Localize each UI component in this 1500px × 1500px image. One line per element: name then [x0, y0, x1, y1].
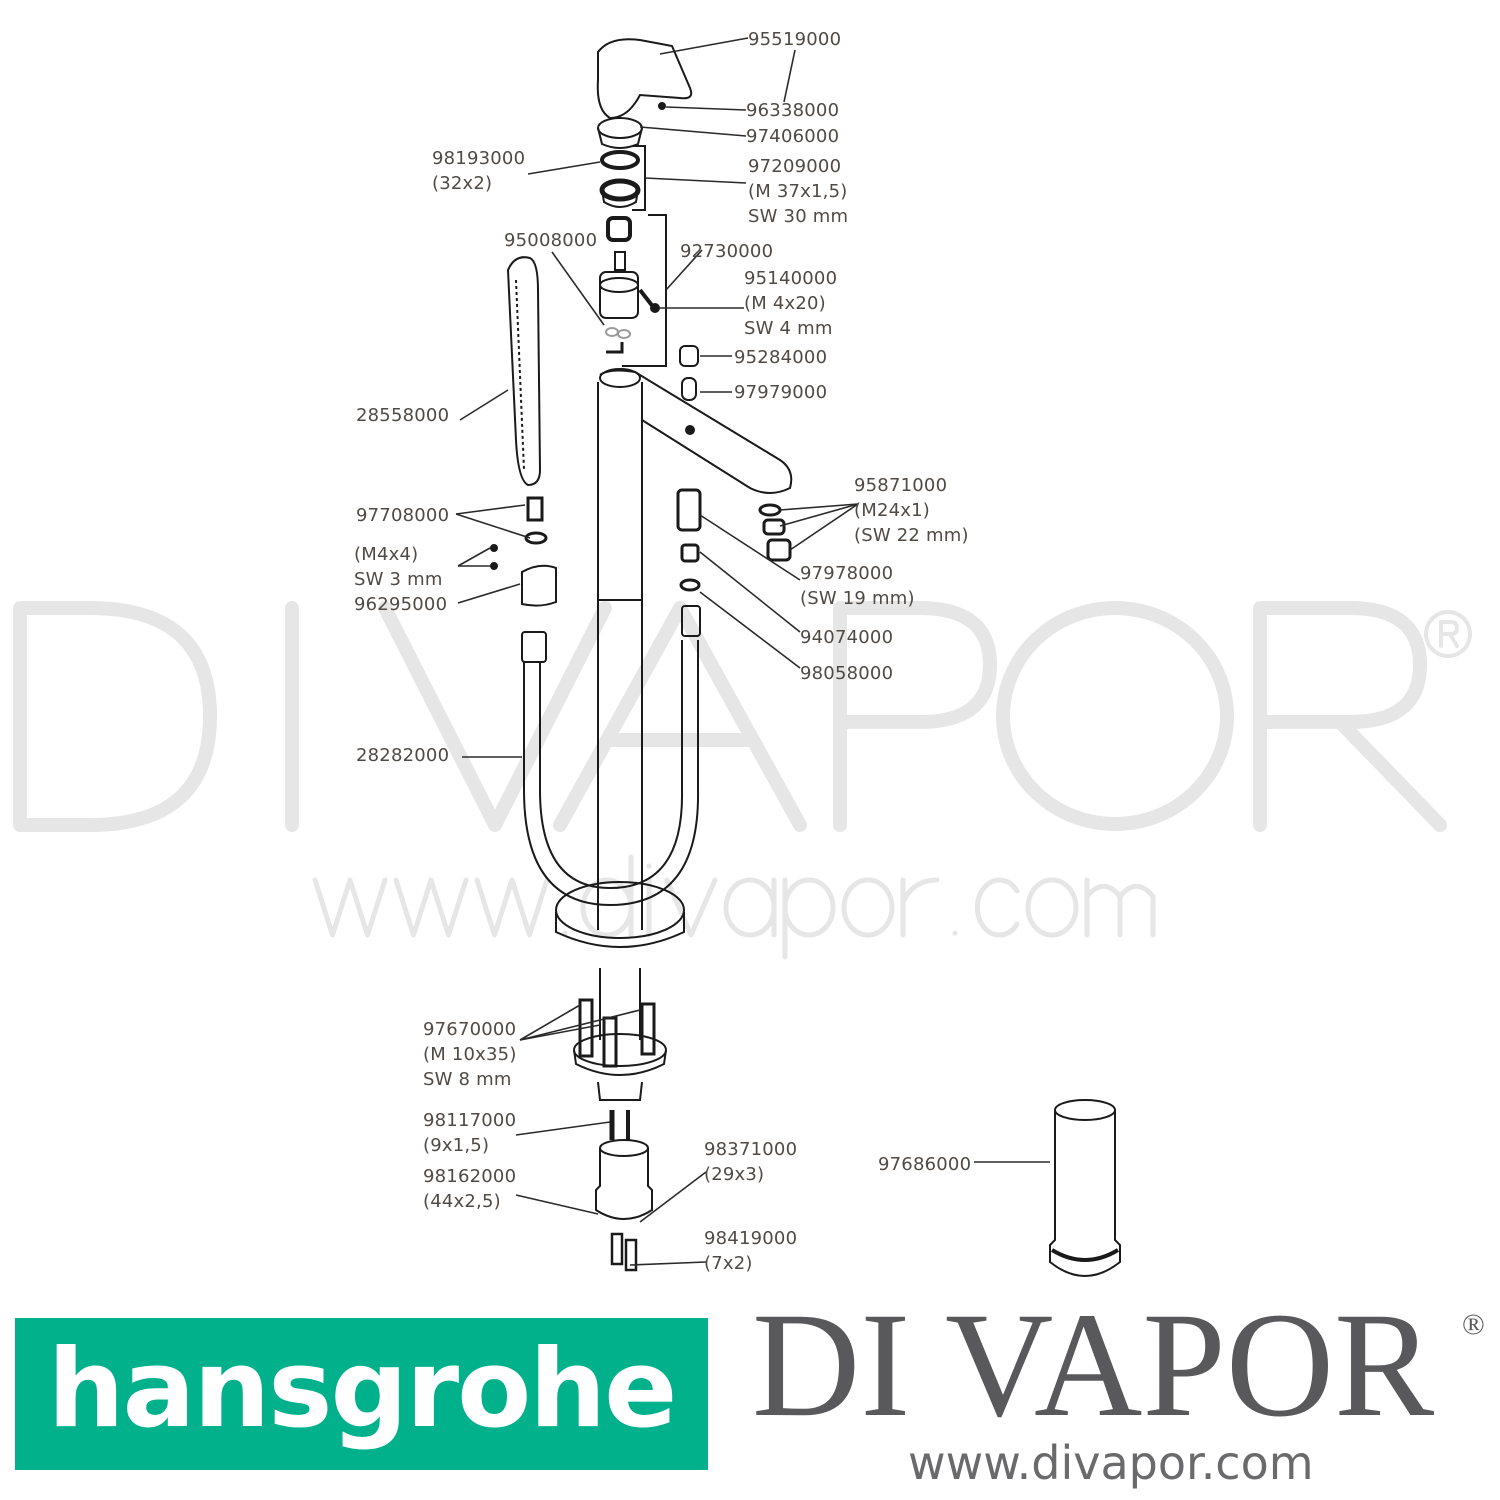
hansgrohe-logo-text: hansgrohe: [47, 1327, 678, 1452]
part-label: 28282000: [356, 745, 450, 766]
spout-body: [597, 369, 793, 930]
part-label: 97979000: [734, 382, 828, 403]
part-label: 95871000 (M24x1) (SW 22 mm): [854, 475, 969, 546]
part-label: 97708000: [356, 505, 450, 526]
part-label: 95140000 (M 4x20) SW 4 mm: [744, 268, 838, 339]
watermark-logo: [13, 601, 1447, 832]
divapor-url: www.divapor.com: [908, 1436, 1314, 1490]
grub-screw: [658, 102, 666, 110]
part-label: 98058000: [800, 663, 894, 684]
o-ring: [600, 150, 640, 170]
part-label: 94074000: [800, 627, 894, 648]
mounting-flange: [573, 1033, 667, 1067]
part-label: 98371000 (29x3): [704, 1139, 798, 1185]
part-label: 95008000: [504, 230, 598, 251]
threaded-nut: [599, 178, 641, 202]
base-plate: [555, 881, 685, 939]
hand-shower: [506, 256, 542, 487]
divapor-logo: DI VAPOR: [752, 1282, 1435, 1448]
part-label: 97406000: [746, 126, 840, 147]
plug-95284000: [679, 345, 699, 367]
part-label: 98419000 (7x2): [704, 1228, 798, 1274]
part-label: (M4x4) SW 3 mm 96295000: [354, 544, 448, 615]
part-label: 97209000 (M 37x1,5) SW 30 mm: [748, 156, 849, 227]
hose: [523, 640, 700, 907]
part-label: 97686000: [878, 1154, 972, 1175]
part-label: 98117000 (9x1,5): [423, 1110, 517, 1156]
part-label: 97978000 (SW 19 mm): [800, 563, 915, 609]
part-label: 95519000: [748, 29, 842, 50]
part-label: 92730000: [680, 241, 774, 262]
part-label: 98193000 (32x2): [432, 148, 526, 194]
part-label: 96338000: [746, 100, 840, 121]
leader-lines: [455, 37, 1050, 1266]
holder: [521, 564, 557, 607]
spindle-nut: [606, 216, 632, 242]
watermark-registered-mark: [1424, 610, 1472, 658]
plug-97979000: [681, 377, 697, 401]
divapor-registered-mark: ®: [1462, 1308, 1485, 1341]
cover-cap: [597, 117, 643, 139]
adapter: [599, 1139, 649, 1157]
part-label: 98162000 (44x2,5): [423, 1166, 517, 1212]
part-label: 97670000 (M 10x35) SW 8 mm: [423, 1019, 517, 1090]
watermark-url: [312, 854, 1156, 960]
hansgrohe-logo: hansgrohe: [15, 1318, 708, 1470]
handle-lever: [596, 38, 693, 120]
cartridge: [599, 271, 639, 319]
part-label: 28558000: [356, 405, 450, 426]
extension-piece: [1054, 1099, 1116, 1121]
part-label: 95284000: [734, 347, 828, 368]
